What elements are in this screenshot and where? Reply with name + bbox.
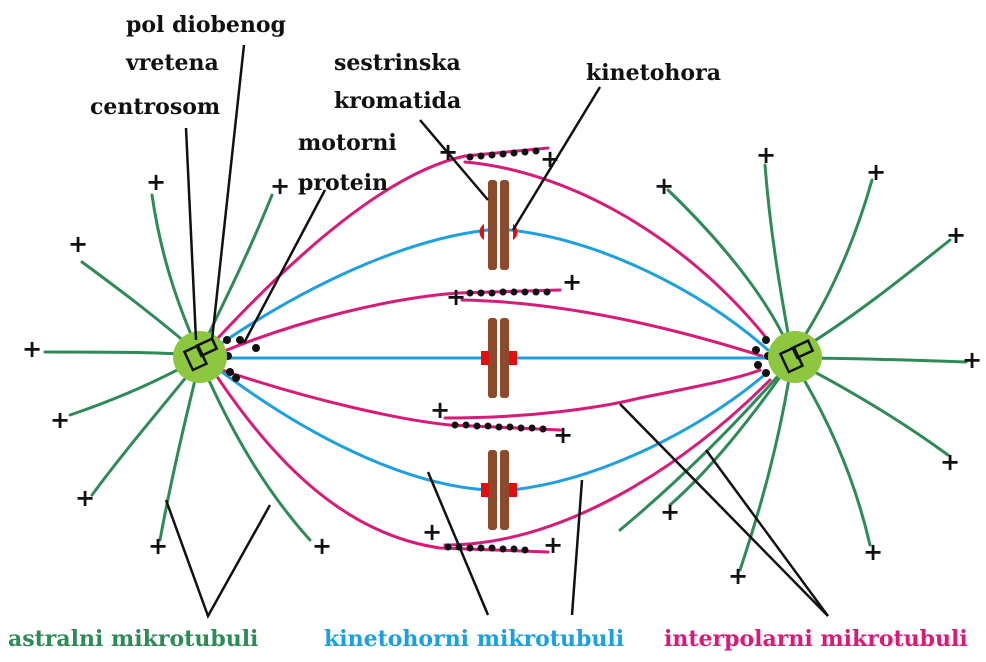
plus-sign: +: [22, 335, 42, 363]
plus-sign: +: [654, 172, 674, 200]
plus-sign: +: [75, 484, 95, 512]
label-kinetohora: kinetohora: [586, 60, 721, 86]
astral-mt: [792, 240, 950, 355]
label-pol-line1: pol diobenog: [126, 12, 286, 38]
sister-chromatid: [500, 318, 509, 398]
motor-proteins: [223, 148, 772, 554]
plus-sign: +: [940, 448, 960, 476]
pointer-centrosom: [186, 128, 196, 340]
plus-sign: +: [68, 230, 88, 258]
plus-sign: +: [148, 532, 168, 560]
centrosome-left: [173, 331, 227, 383]
plus-sign: +: [422, 518, 442, 546]
astral-mt: [668, 190, 792, 355]
astral-mt: [200, 195, 272, 352]
sister-chromatid: [488, 180, 497, 270]
chromosome-top: [480, 180, 518, 270]
pointer-sestrinska: [420, 120, 488, 200]
plus-sign: +: [756, 141, 776, 169]
chromosomes: [480, 180, 518, 530]
kinetochore-mt-bottom-left: [222, 372, 488, 490]
annotation-labels: pol diobenog vretena centrosom motorni p…: [90, 12, 721, 196]
legend: astralni mikrotubuli kinetohorni mikrotu…: [8, 626, 968, 652]
legend-astral: astralni mikrotubuli: [8, 626, 258, 652]
interpolar-mt-upper-left: [222, 290, 560, 352]
astral-mt: [200, 360, 310, 540]
astral-mt: [792, 360, 948, 455]
plus-sign: +: [446, 283, 466, 311]
plus-sign: +: [312, 532, 332, 560]
chromosome-middle: [481, 318, 517, 398]
kinetochore-mark: [481, 351, 489, 365]
chromosome-bottom: [481, 450, 517, 530]
plus-sign: +: [866, 158, 886, 186]
interpolar-mt-lower-left: [222, 370, 560, 430]
kinetochore-mark: [509, 351, 517, 365]
label-motorni-line2: protein: [298, 170, 388, 196]
label-centrosom: centrosom: [90, 94, 220, 120]
kinetochore-mark: [509, 483, 517, 497]
sister-chromatid: [500, 450, 509, 530]
label-pol-line2: vretena: [125, 50, 219, 76]
label-sestrinska-line2: kromatida: [334, 88, 461, 114]
label-sestrinska-line1: sestrinska: [334, 50, 461, 76]
plus-sign: +: [962, 346, 982, 374]
sister-chromatid: [488, 450, 497, 530]
plus-sign: +: [270, 172, 290, 200]
motor-row-lower: [452, 422, 547, 433]
kinetochore-mark: [480, 224, 485, 240]
plus-sign: +: [146, 168, 166, 196]
pointer-astral: [166, 500, 270, 616]
plus-sign: +: [660, 498, 680, 526]
plus-sign: +: [543, 531, 563, 559]
plus-sign: +: [562, 268, 582, 296]
legend-interpolar: interpolarni mikrotubuli: [664, 626, 968, 652]
sister-chromatid: [488, 318, 497, 398]
plus-sign: +: [553, 421, 573, 449]
legend-kinetochore: kinetohorni mikrotubuli: [324, 626, 624, 652]
plus-sign: +: [50, 406, 70, 434]
pointer-kinetohora: [513, 87, 600, 230]
plus-sign: +: [946, 221, 966, 249]
sister-chromatid: [500, 180, 509, 270]
astral-mt: [792, 360, 870, 545]
plus-sign: +: [430, 396, 450, 424]
plus-sign: +: [863, 538, 883, 566]
pointer-kinetohorni-b: [572, 480, 582, 615]
label-motorni-line1: motorni: [298, 130, 397, 156]
centrosome-right: [768, 331, 822, 383]
kinetochore-mark: [481, 483, 489, 497]
plus-sign: +: [728, 562, 748, 590]
